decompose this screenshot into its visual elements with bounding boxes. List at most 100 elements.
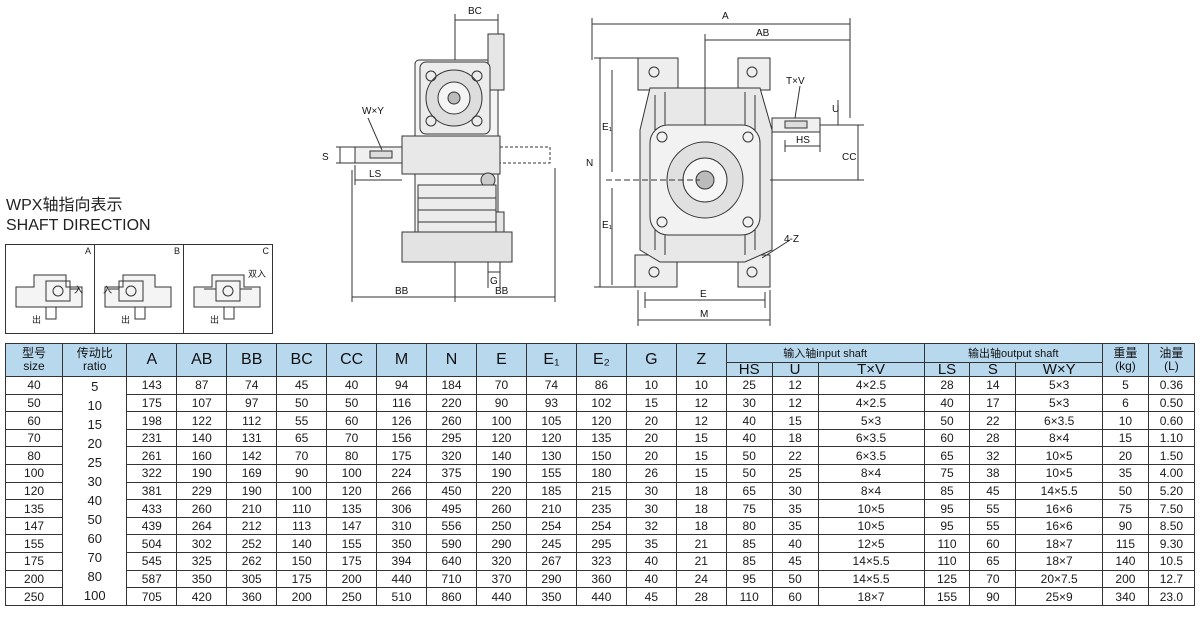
dim-e1-bottom: E₁ bbox=[602, 220, 613, 231]
table-cell: 433 bbox=[126, 499, 178, 518]
ratio-value: 20 bbox=[87, 436, 102, 451]
table-cell: 105 bbox=[525, 411, 577, 430]
table-cell: 70 bbox=[276, 446, 328, 466]
table-cell: 70 bbox=[4, 428, 64, 448]
table-cell: 28 bbox=[969, 428, 1017, 448]
table-cell: 587 bbox=[126, 569, 178, 589]
table-cell: 12×5 bbox=[817, 534, 925, 554]
table-cell: 60 bbox=[771, 587, 819, 606]
ratio-value: 15 bbox=[87, 417, 102, 432]
table-cell: 30 bbox=[771, 481, 819, 501]
ratio-value: 80 bbox=[87, 569, 102, 584]
table-cell: 70 bbox=[476, 376, 527, 395]
table-cell: 135 bbox=[4, 499, 64, 518]
table-cell: 9.30 bbox=[1147, 534, 1196, 554]
table-cell: 12 bbox=[771, 393, 819, 413]
col-wxy: W×Y bbox=[1015, 362, 1103, 377]
table-cell: 70 bbox=[969, 569, 1017, 589]
table-cell: 250 bbox=[326, 587, 378, 606]
table-cell: 60 bbox=[969, 534, 1017, 554]
table-cell: 220 bbox=[426, 393, 477, 413]
table-cell: 135 bbox=[326, 499, 378, 518]
table-cell: 95 bbox=[923, 499, 971, 518]
table-cell: 4×2.5 bbox=[817, 376, 925, 395]
direction-b-letter: B bbox=[173, 246, 180, 256]
table-cell: 55 bbox=[969, 516, 1017, 536]
table-cell: 1.50 bbox=[1147, 446, 1196, 466]
table-cell: 21 bbox=[675, 534, 727, 554]
table-cell: 86 bbox=[575, 376, 627, 395]
table-cell: 200 bbox=[326, 569, 378, 589]
direction-a-letter: A bbox=[84, 246, 91, 256]
table-cell: 113 bbox=[276, 516, 328, 536]
table-cell: 40 bbox=[625, 552, 677, 571]
table-cell: 140 bbox=[276, 534, 328, 554]
table-cell: 110 bbox=[725, 587, 773, 606]
table-cell: 97 bbox=[226, 393, 278, 413]
table-cell: 90 bbox=[1102, 516, 1149, 536]
table-cell: 10 bbox=[1102, 411, 1149, 430]
table-cell: 40 bbox=[4, 376, 64, 395]
table-cell: 30 bbox=[625, 499, 677, 518]
table-cell: 175 bbox=[276, 569, 328, 589]
gearbox-technical-drawing: BC A AB T×V W×Y U S LS HS N E₁ E₁ CC 4-Z… bbox=[322, 6, 864, 326]
table-cell: 15 bbox=[675, 464, 727, 483]
table-cell: 16×6 bbox=[1015, 516, 1103, 536]
table-cell: 25×9 bbox=[1015, 587, 1103, 606]
dim-hs: HS bbox=[796, 135, 810, 146]
table-cell: 590 bbox=[426, 534, 477, 554]
table-cell: 130 bbox=[525, 446, 577, 466]
ratio-value: 5 bbox=[91, 379, 99, 394]
table-cell: 90 bbox=[276, 464, 328, 483]
table-cell: 350 bbox=[176, 569, 228, 589]
table-cell: 190 bbox=[476, 464, 527, 483]
table-cell: 224 bbox=[376, 464, 428, 483]
table-cell: 15 bbox=[771, 411, 819, 430]
table-cell: 710 bbox=[426, 569, 477, 589]
dim-txv: T×V bbox=[786, 76, 805, 87]
table-cell: 100 bbox=[276, 481, 328, 501]
table-cell: 8×4 bbox=[817, 481, 925, 501]
table-cell: 140 bbox=[476, 446, 527, 466]
table-cell: 504 bbox=[126, 534, 178, 554]
table-cell: 220 bbox=[476, 481, 527, 501]
table-cell: 6×3.5 bbox=[817, 446, 925, 466]
table-cell: 8.50 bbox=[1147, 516, 1196, 536]
table-cell: 1.10 bbox=[1147, 428, 1196, 448]
table-cell: 169 bbox=[226, 464, 278, 483]
table-cell: 10 bbox=[675, 376, 727, 395]
table-cell: 140 bbox=[176, 428, 228, 448]
ratio-value: 10 bbox=[87, 398, 102, 413]
table-cell: 93 bbox=[525, 393, 577, 413]
table-cell: 23.0 bbox=[1147, 587, 1196, 606]
side-view bbox=[336, 14, 556, 302]
table-cell: 150 bbox=[575, 446, 627, 466]
table-cell: 102 bbox=[575, 393, 627, 413]
table-cell: 94 bbox=[376, 376, 428, 395]
table-cell: 190 bbox=[176, 464, 228, 483]
table-cell: 290 bbox=[476, 534, 527, 554]
table-cell: 0.36 bbox=[1147, 376, 1196, 395]
table-cell: 320 bbox=[426, 446, 477, 466]
direction-b-input: 入 bbox=[103, 285, 113, 295]
table-cell: 156 bbox=[376, 428, 428, 448]
table-cell: 32 bbox=[969, 446, 1017, 466]
table-cell: 150 bbox=[276, 552, 328, 571]
table-cell: 0.60 bbox=[1147, 411, 1196, 430]
direction-b-diagram: B 入 出 bbox=[94, 244, 184, 334]
table-cell: 112 bbox=[226, 411, 278, 430]
table-cell: 25 bbox=[725, 376, 773, 395]
table-cell: 120 bbox=[525, 428, 577, 448]
table-cell: 95 bbox=[923, 516, 971, 536]
dim-bb-left: BB bbox=[395, 286, 409, 297]
table-cell: 50 bbox=[725, 446, 773, 466]
table-cell: 175 bbox=[126, 393, 178, 413]
table-cell: 10×5 bbox=[1015, 446, 1103, 466]
table-cell: 107 bbox=[176, 393, 228, 413]
table-cell: 85 bbox=[923, 481, 971, 501]
table-cell: 116 bbox=[376, 393, 428, 413]
table-cell: 40 bbox=[625, 569, 677, 589]
